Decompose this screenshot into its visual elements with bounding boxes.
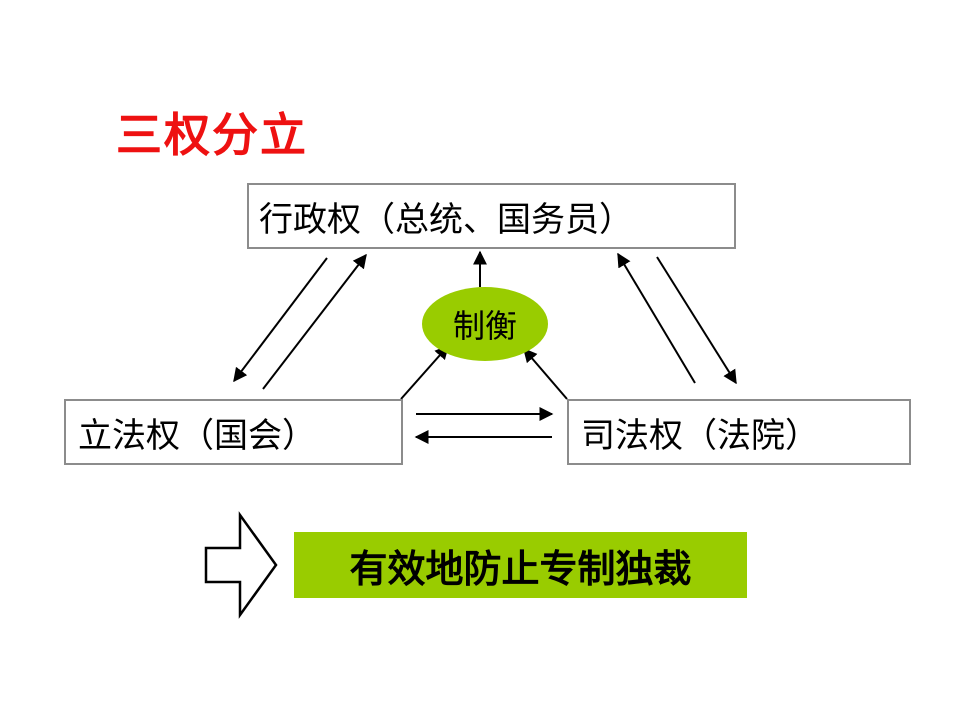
arrow-leg-to-center <box>400 344 449 400</box>
executive-power-label: 行政权（总统、国务员） <box>259 199 633 240</box>
arrow-exec-to-jud <box>656 256 737 385</box>
arrow-exec-to-leg <box>233 257 328 383</box>
checks-balances-ellipse: 制衡 <box>422 287 548 361</box>
checks-balances-label: 制衡 <box>452 307 517 345</box>
result-label: 有效地防止专制独裁 <box>349 546 692 591</box>
judicial-power-label: 司法权（法院） <box>581 415 819 456</box>
executive-power-box: 行政权（总统、国务员） <box>247 183 736 249</box>
arrow-jud-to-center <box>523 347 568 400</box>
judicial-power-box: 司法权（法院） <box>567 399 911 465</box>
legislative-power-label: 立法权（国会） <box>78 415 316 456</box>
arrow-jud-to-exec <box>617 252 696 384</box>
result-arrow-icon <box>204 511 278 619</box>
legislative-power-box: 立法权（国会） <box>64 399 403 465</box>
diagram-title: 三权分立 <box>116 108 308 162</box>
result-box: 有效地防止专制独裁 <box>294 532 747 598</box>
arrow-leg-to-exec <box>262 253 367 390</box>
